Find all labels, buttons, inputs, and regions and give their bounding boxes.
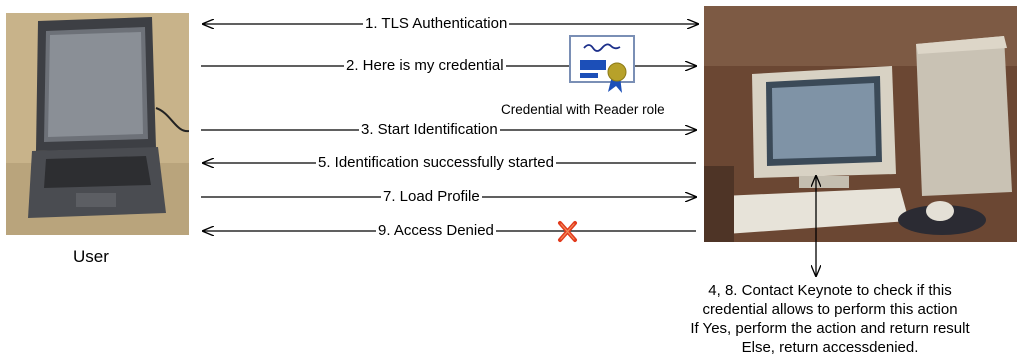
server-note-line: If Yes, perform the action and return re…: [690, 320, 970, 337]
red-x-icon: [558, 221, 577, 242]
server-note-line: Else, return accessdenied.: [741, 339, 919, 356]
credential-caption: Credential with Reader role: [501, 102, 665, 117]
server-note-line: credential allows to perform this action: [702, 301, 958, 318]
user-label: User: [73, 247, 109, 266]
server-computer-image: [704, 6, 1017, 242]
message-9-label: 9. Access Denied: [376, 222, 496, 239]
desktop-computer-icon: [704, 6, 1017, 242]
message-7-label: 7. Load Profile: [381, 188, 482, 205]
message-5-label: 5. Identification successfully started: [316, 154, 556, 171]
certificate-icon: [569, 35, 635, 93]
message-1-label: 1. TLS Authentication: [363, 15, 510, 32]
message-2-label: 2. Here is my credential: [344, 57, 506, 74]
server-note: 4, 8. Contact Keynote to check if this c…: [640, 281, 1020, 357]
server-note-line: 4, 8. Contact Keynote to check if this: [708, 282, 952, 299]
user-laptop-image: [6, 13, 189, 235]
message-3-label: 3. Start Identification: [359, 121, 500, 138]
laptop-icon: [6, 13, 189, 235]
